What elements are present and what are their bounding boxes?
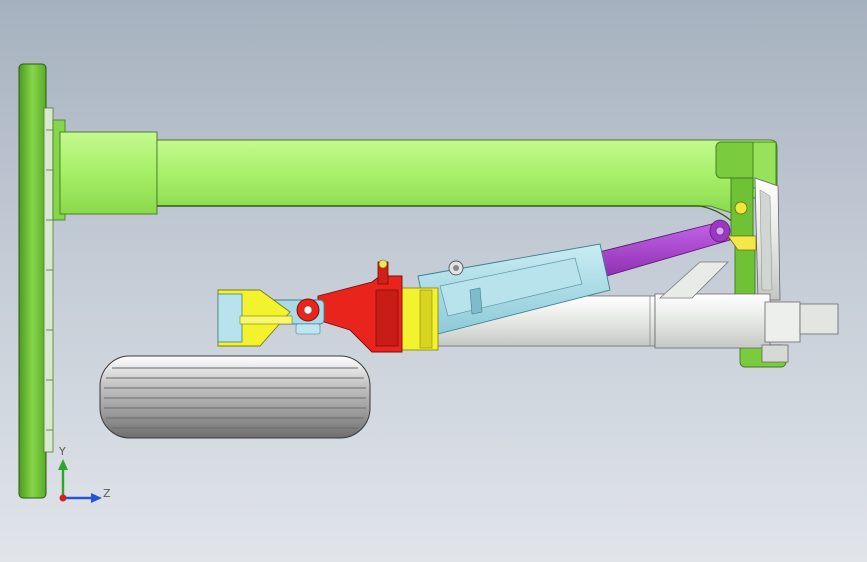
red-bracket[interactable] [317, 259, 403, 353]
tire[interactable] [99, 355, 371, 439]
yellow-collar[interactable] [399, 287, 439, 351]
torque-arm[interactable] [417, 243, 611, 337]
wheel-fork[interactable] [217, 289, 293, 347]
mounting-plate[interactable] [18, 63, 54, 499]
axis-y-label: Y [58, 445, 66, 458]
axis-z-label: Z [103, 487, 111, 500]
support-beam[interactable] [52, 119, 787, 368]
coordinate-triad: Y Z [58, 445, 111, 503]
